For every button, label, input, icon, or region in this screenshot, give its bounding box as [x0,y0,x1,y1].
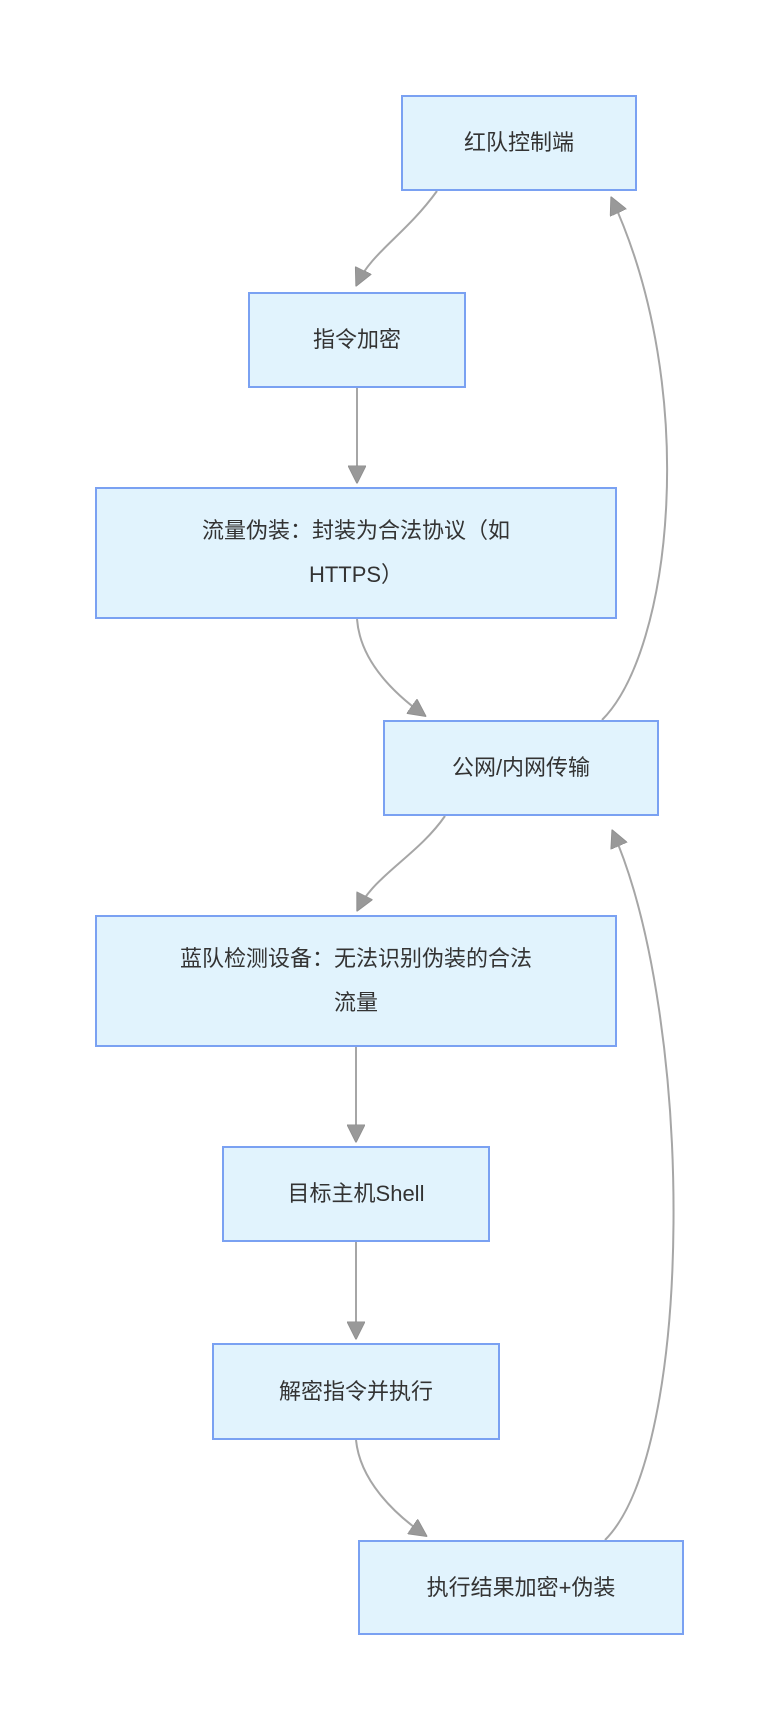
edge-controller-to-encryption [357,190,438,284]
node-decrypt-and-execute: 解密指令并执行 [212,1343,500,1440]
node-label: 蓝队检测设备：无法识别伪装的合法流量 [179,946,532,1015]
node-traffic-disguise: 流量伪装：封装为合法协议（如HTTPS） [95,487,617,619]
node-label: 目标主机Shell [287,1181,425,1206]
edge-transmission-to-detection [358,815,446,909]
node-red-team-controller: 红队控制端 [401,95,637,191]
node-label: 红队控制端 [463,130,574,155]
node-network-transmission: 公网/内网传输 [383,720,659,816]
edge-execute-to-result [355,1439,425,1535]
node-label: 公网/内网传输 [451,755,591,780]
node-result-encrypt-disguise: 执行结果加密+伪装 [358,1540,684,1635]
node-target-host-shell: 目标主机Shell [222,1146,490,1242]
node-label: 流量伪装：封装为合法协议（如HTTPS） [201,518,510,587]
node-label: 执行结果加密+伪装 [426,1574,616,1600]
node-label: 解密指令并执行 [278,1378,433,1404]
node-command-encryption: 指令加密 [248,292,466,388]
edge-disguise-to-transmission [356,618,424,715]
edge-transmission-to-controller-feedback [601,199,669,721]
node-blue-team-detection: 蓝队检测设备：无法识别伪装的合法流量 [95,915,617,1047]
node-label: 指令加密 [312,327,401,352]
